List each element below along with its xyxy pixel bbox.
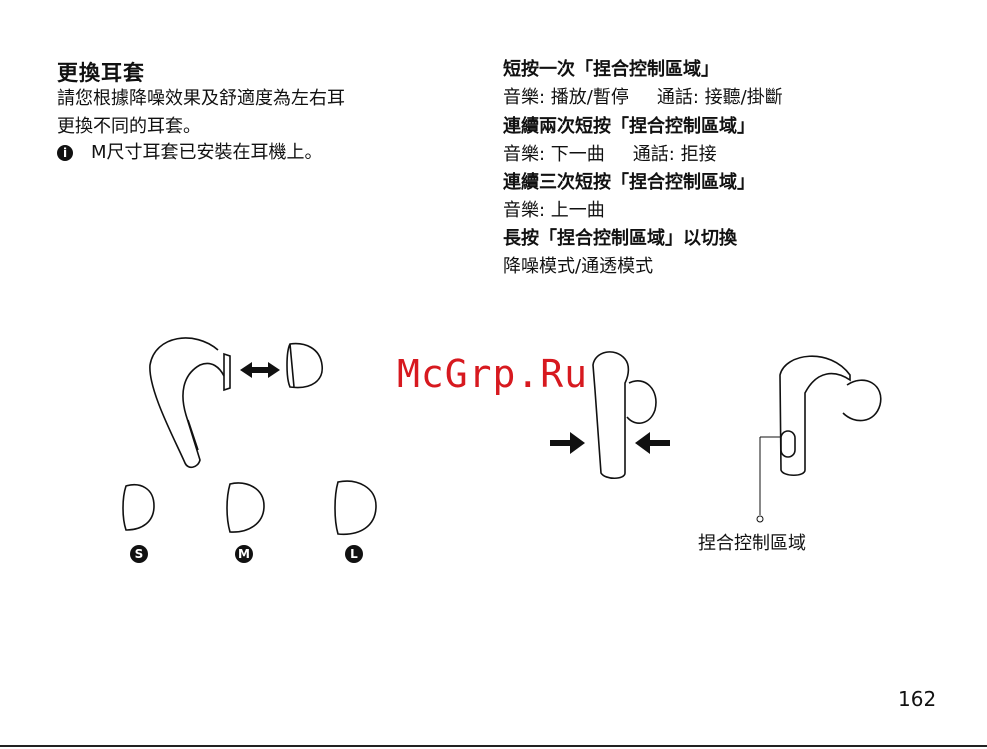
size-badge-l: L bbox=[345, 545, 363, 563]
double-tap-music: 音樂: 下一曲 bbox=[503, 144, 605, 165]
earbud-tip-swap-illustration bbox=[140, 320, 340, 470]
arrow-left-icon bbox=[635, 432, 670, 454]
single-tap-actions: 音樂: 播放/暫停 通話: 接聽/掛斷 bbox=[503, 83, 783, 109]
controls-list: 短按一次「捏合控制區域」 音樂: 播放/暫停 通話: 接聽/掛斷 連續兩次短按「捏… bbox=[503, 55, 963, 285]
long-press-heading: 長按「捏合控制區域」以切換 bbox=[503, 224, 737, 250]
ear-tip-small bbox=[123, 485, 154, 530]
double-tap-actions: 音樂: 下一曲 通話: 拒接 bbox=[503, 140, 717, 166]
triple-tap-music: 音樂: 上一曲 bbox=[503, 196, 605, 222]
instruction-line-1: 請您根據降噪效果及舒適度為左右耳 bbox=[57, 85, 345, 113]
triple-tap-heading: 連續三次短按「捏合控制區域」 bbox=[503, 168, 755, 194]
earbud-side-illustration bbox=[755, 345, 895, 525]
single-tap-music: 音樂: 播放/暫停 bbox=[503, 87, 629, 108]
double-tap-call: 通話: 拒接 bbox=[633, 144, 717, 165]
page-number: 162 bbox=[898, 687, 936, 711]
size-badge-s: S bbox=[130, 545, 148, 563]
ear-tip-large bbox=[335, 481, 376, 534]
info-icon: i bbox=[57, 145, 73, 161]
double-tap-heading: 連續兩次短按「捏合控制區域」 bbox=[503, 112, 755, 138]
ear-tips-illustration bbox=[120, 478, 400, 538]
single-tap-call: 通話: 接聽/掛斷 bbox=[657, 87, 783, 108]
single-tap-heading: 短按一次「捏合控制區域」 bbox=[503, 55, 719, 81]
note-text: M尺寸耳套已安裝在耳機上。 bbox=[91, 139, 323, 167]
swap-arrow-icon bbox=[240, 362, 280, 378]
instruction-text: 請您根據降噪效果及舒適度為左右耳 更換不同的耳套。 bbox=[57, 85, 345, 141]
size-badge-m: M bbox=[235, 545, 253, 563]
callout-dot bbox=[757, 516, 763, 522]
watermark: McGrp.Ru bbox=[397, 352, 588, 396]
long-press-desc: 降噪模式/通透模式 bbox=[503, 252, 653, 278]
arrow-right-icon bbox=[550, 432, 585, 454]
section-title: 更換耳套 bbox=[57, 57, 145, 87]
instruction-line-2: 更換不同的耳套。 bbox=[57, 113, 345, 141]
bottom-rule bbox=[0, 745, 987, 747]
pinch-area-label: 捏合控制區域 bbox=[698, 529, 806, 555]
ear-tip-medium bbox=[227, 483, 264, 532]
